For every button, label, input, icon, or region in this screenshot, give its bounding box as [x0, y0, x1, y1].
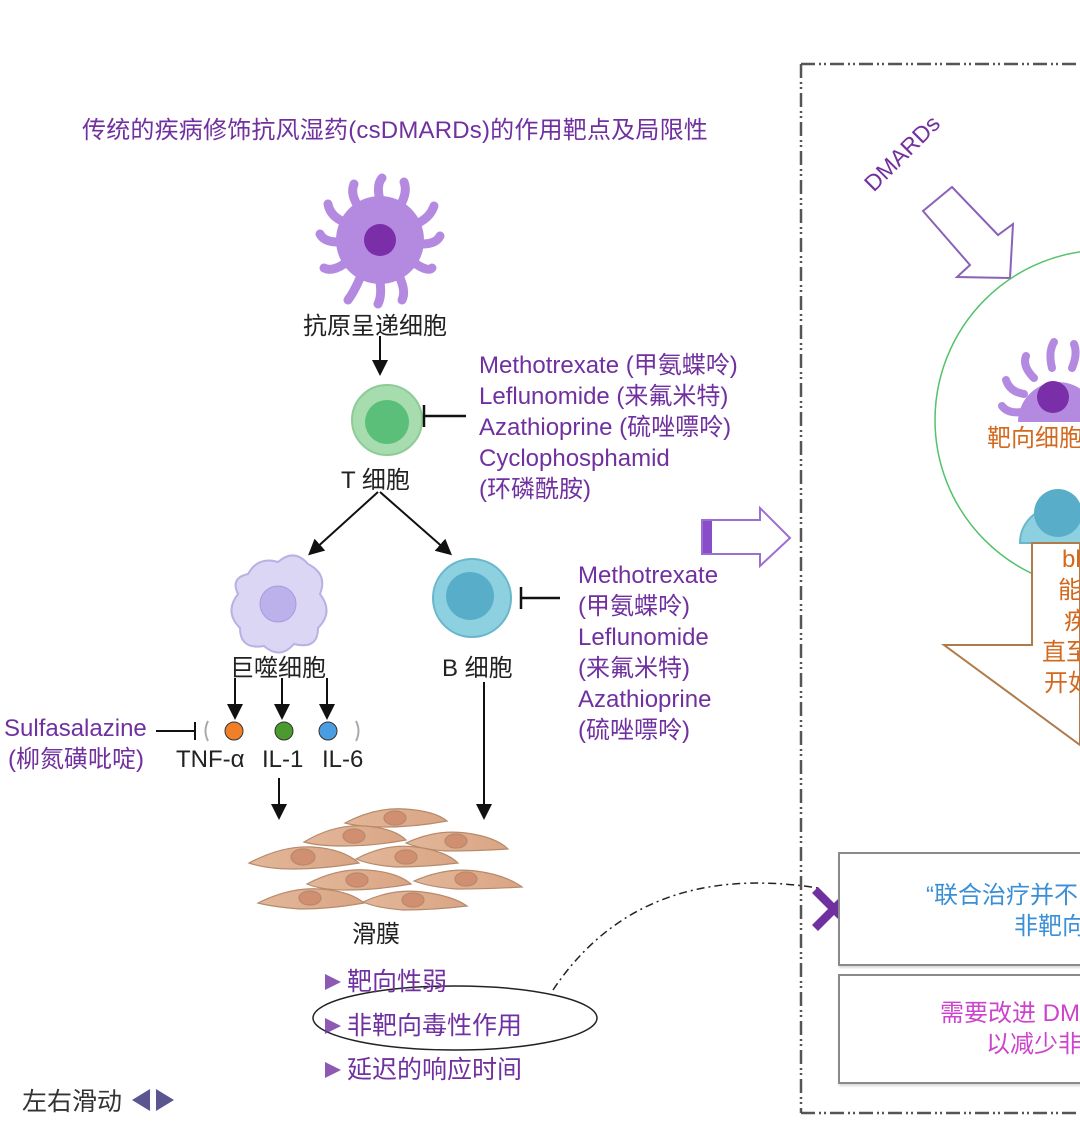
t-cell-drug: Azathioprine (硫唑嘌呤)	[479, 414, 732, 441]
cytokine-label-tnf: TNF-α	[176, 746, 245, 773]
synovium-icon	[247, 808, 524, 911]
sulfasalazine-label: Sulfasalazine	[4, 715, 147, 742]
t-cell-drug: Cyclophosphamid	[479, 445, 670, 472]
dmards-arrow-icon	[921, 185, 1015, 280]
box2-line: 以减少非	[986, 1031, 1080, 1058]
b-cell-drug: (来氟米特)	[578, 655, 690, 682]
t-cell-inhibition-line	[422, 405, 466, 427]
b-cell-drug-list: Methotrexate (甲氨蝶呤) Leflunomide (来氟米特) A…	[578, 560, 718, 746]
target-cell-label: 靶向细胞	[987, 425, 1080, 452]
callout-line: 开如	[1044, 670, 1080, 697]
callout-line: 直至	[1042, 639, 1080, 666]
connector-curve	[552, 882, 819, 991]
b-cell-label: B 细胞	[442, 655, 513, 682]
b-cell-drug: Azathioprine	[578, 686, 712, 713]
t-cell-drug: Methotrexate (甲氨蝶呤)	[479, 352, 738, 379]
tcell-to-bcell-arrow	[379, 491, 453, 556]
il1-dot	[274, 721, 294, 741]
box1-line: 非靶向	[1014, 913, 1080, 940]
cytokine-label-il6: IL-6	[322, 746, 364, 773]
orange-callout-box	[940, 542, 1080, 747]
sulfasalazine-cn-label: (柳氮磺吡啶)	[8, 746, 144, 773]
bullet-arrow-icon	[325, 1018, 341, 1034]
cytokine-label-il1: IL-1	[262, 746, 304, 773]
sulfasalazine-inhibition-line	[156, 722, 196, 740]
antigen-presenting-cell-icon	[315, 173, 445, 309]
limitation-item: 靶向性弱	[325, 960, 522, 1004]
swipe-hint: 左右滑动	[22, 1082, 175, 1118]
bullet-arrow-icon	[325, 1062, 341, 1078]
tnf-alpha-dot	[224, 721, 244, 741]
tcell-to-macrophage-arrow	[308, 491, 379, 556]
target-circle	[934, 251, 1080, 589]
b-cell-icon	[432, 558, 512, 638]
t-cell-icon	[351, 384, 423, 456]
b-cell-drug: (甲氨蝶呤)	[578, 593, 690, 620]
t-cell-drug-list: Methotrexate (甲氨蝶呤) Leflunomide (来氟米特) A…	[479, 350, 738, 505]
right-panel-frame	[799, 62, 1080, 1115]
diagram-title: 传统的疾病修饰抗风湿药(csDMARDs)的作用靶点及局限性	[82, 117, 708, 144]
box2-line: 需要改进 DM	[940, 1000, 1080, 1027]
t-cell-drug: (环磷酰胺)	[479, 476, 591, 503]
callout-line: 能	[1058, 577, 1080, 604]
target-cell-icon	[998, 338, 1080, 422]
callout-line: 疾	[1064, 608, 1080, 635]
swipe-hint-label: 左右滑动	[22, 1088, 123, 1116]
b-cell-drug: (硫唑嘌呤)	[578, 717, 690, 744]
synovium-label: 滑膜	[352, 921, 400, 948]
cytokine-bracket-left	[204, 720, 209, 742]
macrophage-label: 巨噬细胞	[230, 655, 326, 682]
b-cell-inhibition-line	[519, 587, 560, 609]
cytokine-bracket-right	[355, 720, 360, 742]
limitations-list: 靶向性弱 非靶向毒性作用 延迟的响应时间	[325, 960, 522, 1092]
bullet-arrow-icon	[325, 974, 341, 990]
macrophage-icon	[230, 554, 328, 654]
highlight-ellipse	[312, 985, 598, 1051]
improvement-box: 需要改进 DM 以减少非	[838, 974, 1080, 1084]
apc-label: 抗原呈递细胞	[303, 313, 447, 340]
swipe-left-icon[interactable]	[132, 1089, 151, 1111]
target-bcell-icon	[1018, 489, 1080, 544]
b-cell-drug: Methotrexate	[578, 562, 719, 589]
box1-line: “联合治疗并不	[926, 882, 1078, 909]
limitation-item: 延迟的响应时间	[325, 1048, 522, 1092]
swipe-right-icon[interactable]	[156, 1089, 175, 1111]
b-cell-drug: Leflunomide	[578, 624, 709, 651]
combination-therapy-box: “联合治疗并不 非靶向	[838, 852, 1080, 966]
limitation-item: 非靶向毒性作用	[325, 1004, 522, 1048]
orange-callout-text: bl 能 疾 直至 开如	[1034, 544, 1080, 699]
transition-arrow-icon	[701, 505, 792, 569]
t-cell-drug: Leflunomide (来氟米特)	[479, 383, 729, 410]
callout-line: bl	[1062, 546, 1080, 573]
t-cell-label: T 细胞	[341, 467, 410, 494]
il6-dot	[318, 721, 338, 741]
